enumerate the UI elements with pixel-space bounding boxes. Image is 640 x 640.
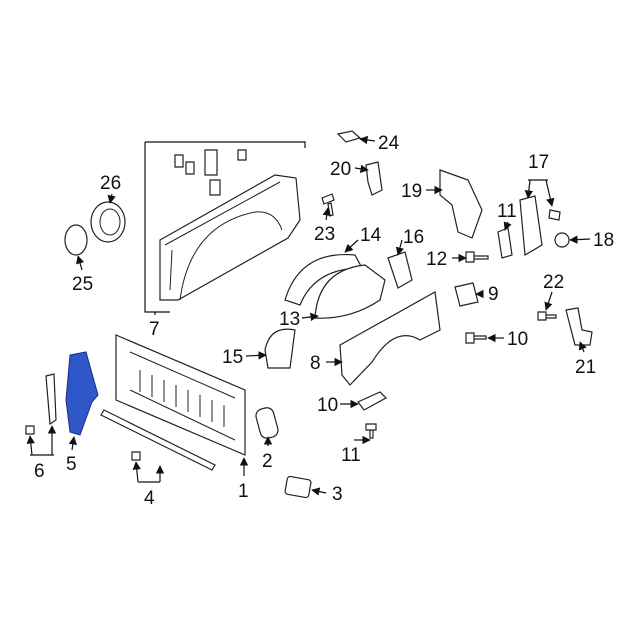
part-2-handle-bezel: [255, 407, 279, 439]
callout-16: 16: [403, 227, 424, 248]
callout-24: 24: [378, 133, 400, 154]
part-5-highlighted-trim: [65, 351, 99, 436]
callout-17: 17: [528, 152, 549, 173]
callout-6: 6: [34, 461, 45, 482]
callout-22: 22: [543, 272, 564, 293]
callout-labels: 24 20 19 17 26 23 14 16 12 11 18 25 7 13…: [34, 133, 614, 509]
part-10-bracket-lower: [357, 391, 387, 411]
part-13-inner-wheelhouse: [314, 264, 386, 319]
part-11-bolt-lower: [365, 423, 377, 439]
part-21-latch: [565, 307, 593, 346]
part-18-nut: [554, 232, 570, 248]
part-20-bracket: [365, 161, 383, 196]
part-17-hinge-bracket: [519, 195, 543, 256]
part-22-bolt: [537, 311, 557, 321]
part-26-fuel-door-housing: [90, 201, 126, 243]
part-11-bracket: [497, 227, 513, 259]
part-25-fuel-door: [64, 224, 88, 256]
leader-lines: [26, 135, 591, 496]
part-7-box-side-panel: [144, 141, 306, 313]
callout-2: 2: [262, 451, 273, 472]
part-1-tailgate: [115, 334, 246, 456]
callout-11-upper: 11: [497, 201, 517, 222]
callout-18: 18: [593, 230, 614, 251]
part-9-plate: [454, 282, 479, 307]
part-19-bracket: [439, 169, 483, 239]
callout-1: 1: [238, 481, 249, 502]
callout-3: 3: [332, 484, 343, 505]
part-3-plate: [284, 475, 312, 499]
callout-12: 12: [426, 249, 447, 270]
callout-9: 9: [488, 284, 499, 305]
callout-15: 15: [222, 347, 243, 368]
part-24-clip: [336, 130, 362, 143]
part-12-bolt: [465, 251, 489, 263]
part-10-bolt-upper: [465, 332, 487, 344]
callout-13: 13: [279, 309, 300, 330]
callout-19: 19: [401, 181, 422, 202]
part-23-bolt: [321, 193, 335, 217]
callout-14: 14: [360, 225, 382, 246]
part-4-seal-strip: [100, 409, 216, 471]
callout-10-lower: 10: [317, 395, 338, 416]
callout-26: 26: [100, 173, 121, 194]
part-17-bolt: [548, 209, 561, 221]
callout-10-upper: 10: [507, 329, 528, 350]
callout-20: 20: [330, 159, 351, 180]
callout-5: 5: [66, 454, 77, 475]
part-6-trim-strip: [45, 373, 57, 426]
callout-7: 7: [149, 319, 160, 340]
part-8-inner-box-panel: [339, 291, 441, 386]
part-6-screw: [25, 425, 35, 435]
callout-4: 4: [144, 488, 155, 509]
callout-11-lower: 11: [341, 445, 361, 466]
callout-23: 23: [314, 224, 335, 245]
part-16-bracket: [387, 251, 413, 289]
callout-25: 25: [72, 274, 93, 295]
callout-21: 21: [575, 357, 596, 378]
callout-8: 8: [310, 353, 321, 374]
part-15-cap: [264, 328, 296, 369]
part-4-screw: [131, 451, 141, 461]
